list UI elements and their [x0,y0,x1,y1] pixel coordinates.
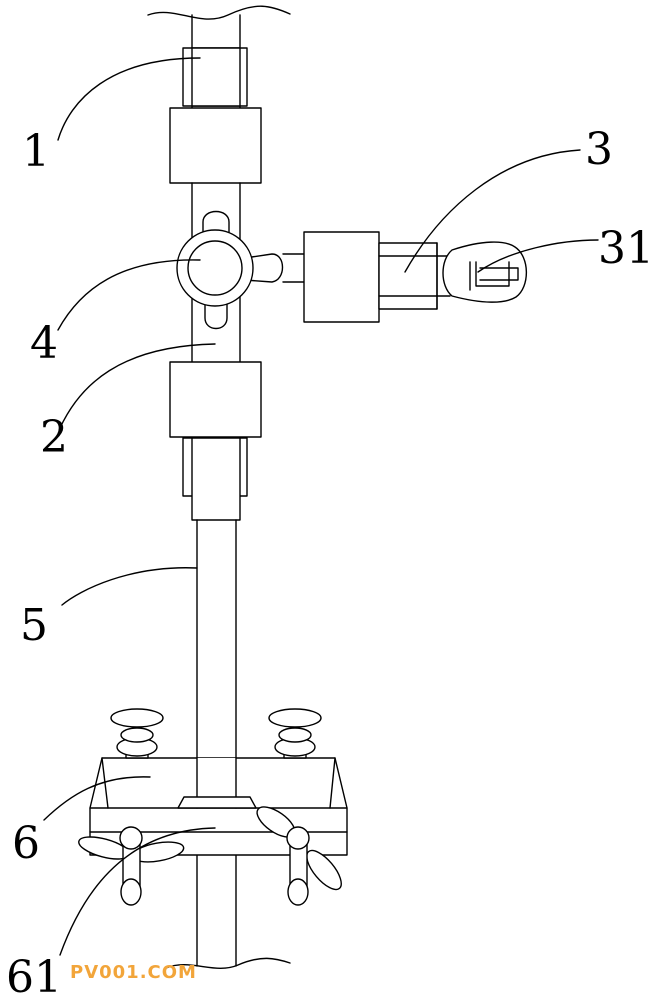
reference-labels: 1 3 31 4 2 5 6 61 [6,124,653,1000]
label-61: 61 [6,952,62,1000]
label-4: 4 [30,318,58,369]
cross-clamp [176,210,306,363]
rod [196,519,237,967]
lower-sleeve [169,361,262,521]
horizontal-arm [303,231,527,323]
label-31: 31 [598,223,653,274]
base-clamp [78,708,348,969]
upper-pole [147,5,291,244]
watermark: PV001.COM [70,962,197,983]
top-knob-left [110,708,164,759]
end-holder [442,241,527,303]
label-3: 3 [585,124,613,175]
label-5: 5 [20,600,48,651]
label-1: 1 [22,126,50,177]
wing-bolt-right [256,806,342,906]
label-6: 6 [12,818,40,869]
wing-bolt-left [78,826,185,906]
top-knob-right [268,708,322,759]
label-2: 2 [40,412,68,463]
leader-lines [43,57,599,956]
